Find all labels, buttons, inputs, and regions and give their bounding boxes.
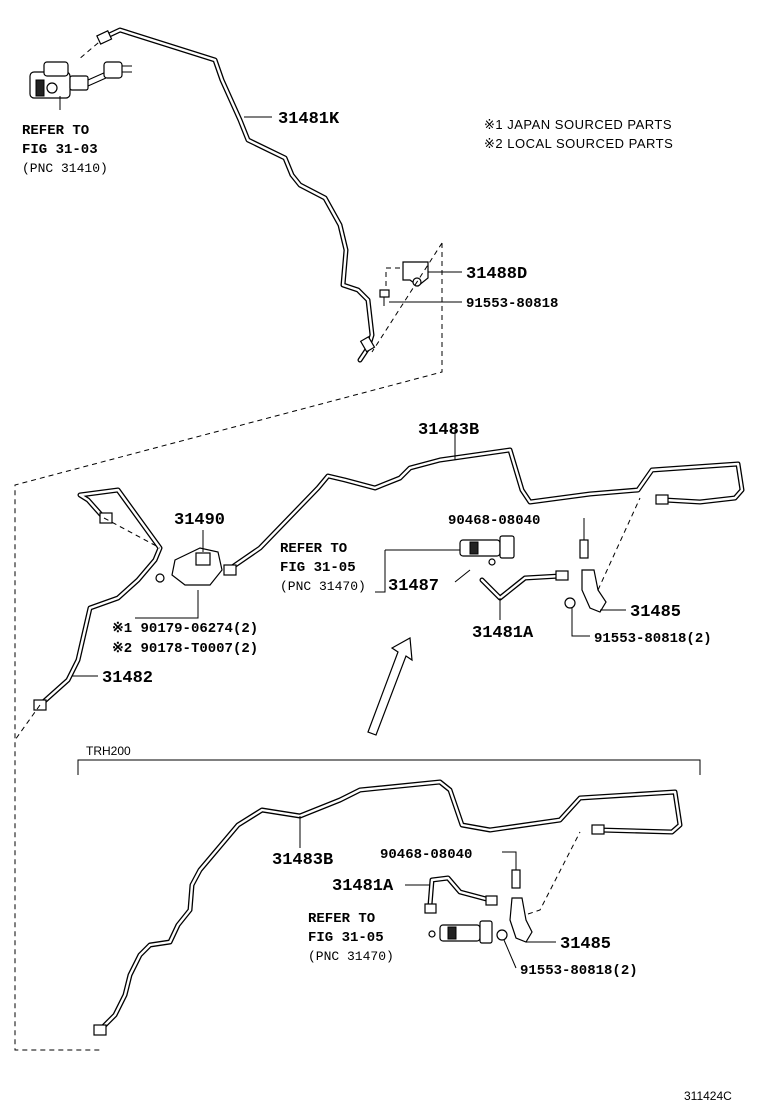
label-trh200: TRH200 [86,744,131,758]
hose-31481A-bot [405,875,498,914]
pipe-31483B-mid [223,447,745,576]
note-japan: ※1 JAPAN SOURCED PARTS [484,117,672,132]
master-cylinder-part [29,61,132,110]
refer-bot-line2: FIG 31-05 [308,930,384,946]
label-31487: 31487 [388,577,439,596]
label-31490: 31490 [174,511,225,530]
pipe-31483B-bot [93,779,683,1036]
label-31483B-bot: 31483B [272,851,333,870]
direction-arrow [367,637,413,736]
bracket-31485-bot [496,851,556,969]
refer-bot-line1: REFER TO [308,911,375,927]
label-90468-bot: 90468-08040 [380,847,472,863]
refer-top-line2: FIG 31-03 [22,142,98,158]
leader-90179 [135,590,199,619]
refer-mid-line1: REFER TO [280,541,347,557]
slave-cylinder-bot [428,920,493,944]
refer-mid-line3: (PNC 31470) [280,579,366,594]
label-31481A-mid: 31481A [472,624,534,643]
label-31482: 31482 [102,669,153,688]
junction-31490 [155,530,223,586]
refer-top-line3: (PNC 31410) [22,161,108,176]
label-91553-bot: 91553-80818(2) [520,963,638,979]
label-31483B-mid: 31483B [418,421,479,440]
refer-top-line1: REFER TO [22,123,89,139]
bracket-31488D [402,261,462,287]
pipe-31482 [14,487,163,741]
label-31488D: 31488D [466,265,527,284]
slave-cylinder-31487 [375,535,515,593]
hose-31481A-mid [479,570,569,620]
label-90178: ※2 90178-T0007(2) [112,641,258,657]
bolt-91553-top [379,289,462,306]
refer-mid-line2: FIG 31-05 [280,560,356,576]
refer-bot-line3: (PNC 31470) [308,949,394,964]
label-90179: ※1 90179-06274(2) [112,621,258,637]
note-local: ※2 LOCAL SOURCED PARTS [484,136,673,151]
label-31481A-bot: 31481A [332,877,394,896]
trh200-bracket [77,759,701,775]
label-31485-mid: 31485 [630,603,681,622]
label-91553-top: 91553-80818 [466,296,558,312]
figure-id: 311424C [684,1089,732,1103]
pipe-31481K [77,27,376,363]
label-31485-bot: 31485 [560,935,611,954]
label-31481K: 31481K [278,110,340,129]
bracket-31485-mid [564,518,626,637]
label-91553-mid: 91553-80818(2) [594,631,712,647]
label-90468-mid: 90468-08040 [448,513,540,529]
